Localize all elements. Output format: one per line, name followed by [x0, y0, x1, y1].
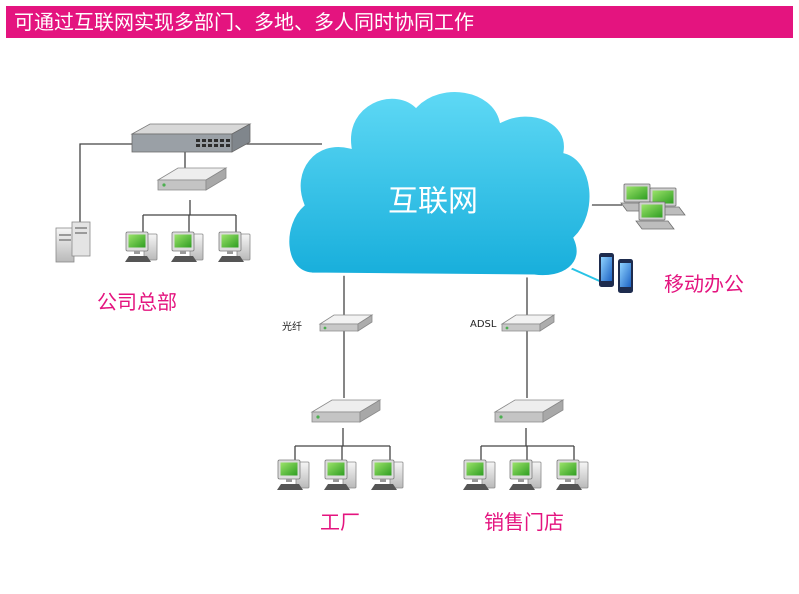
- label-fiber: 光纤: [282, 322, 302, 333]
- internet-cloud: [286, 89, 593, 279]
- label-sales-stores: 销售门店: [484, 510, 564, 534]
- factory-computer: [276, 459, 310, 491]
- cloud-label: 互联网: [388, 184, 478, 219]
- factory-switch: [311, 399, 381, 423]
- mobile-phone: [599, 253, 614, 287]
- label-adsl: ADSL: [470, 319, 497, 330]
- adsl-modem: [501, 314, 555, 332]
- hq-switch: [157, 167, 227, 191]
- connection-lines: [79, 143, 622, 460]
- label-factory: 工厂: [320, 510, 360, 534]
- label-mobile-office: 移动办公: [664, 272, 744, 296]
- store-computer: [555, 459, 589, 491]
- store-computer: [462, 459, 496, 491]
- hq-server: [55, 221, 91, 263]
- rack-switch: [130, 123, 252, 153]
- store-computer: [508, 459, 542, 491]
- store-switch: [494, 399, 564, 423]
- hq-computer: [124, 231, 158, 263]
- hq-computer: [170, 231, 204, 263]
- mobile-phone: [618, 259, 633, 293]
- label-headquarters: 公司总部: [97, 290, 177, 314]
- factory-computer: [370, 459, 404, 491]
- fiber-modem: [319, 314, 373, 332]
- hq-computer: [217, 231, 251, 263]
- banner-title: 可通过互联网实现多部门、多地、多人同时协同工作: [14, 10, 474, 34]
- title-banner: 可通过互联网实现多部门、多地、多人同时协同工作: [6, 6, 793, 38]
- factory-computer: [323, 459, 357, 491]
